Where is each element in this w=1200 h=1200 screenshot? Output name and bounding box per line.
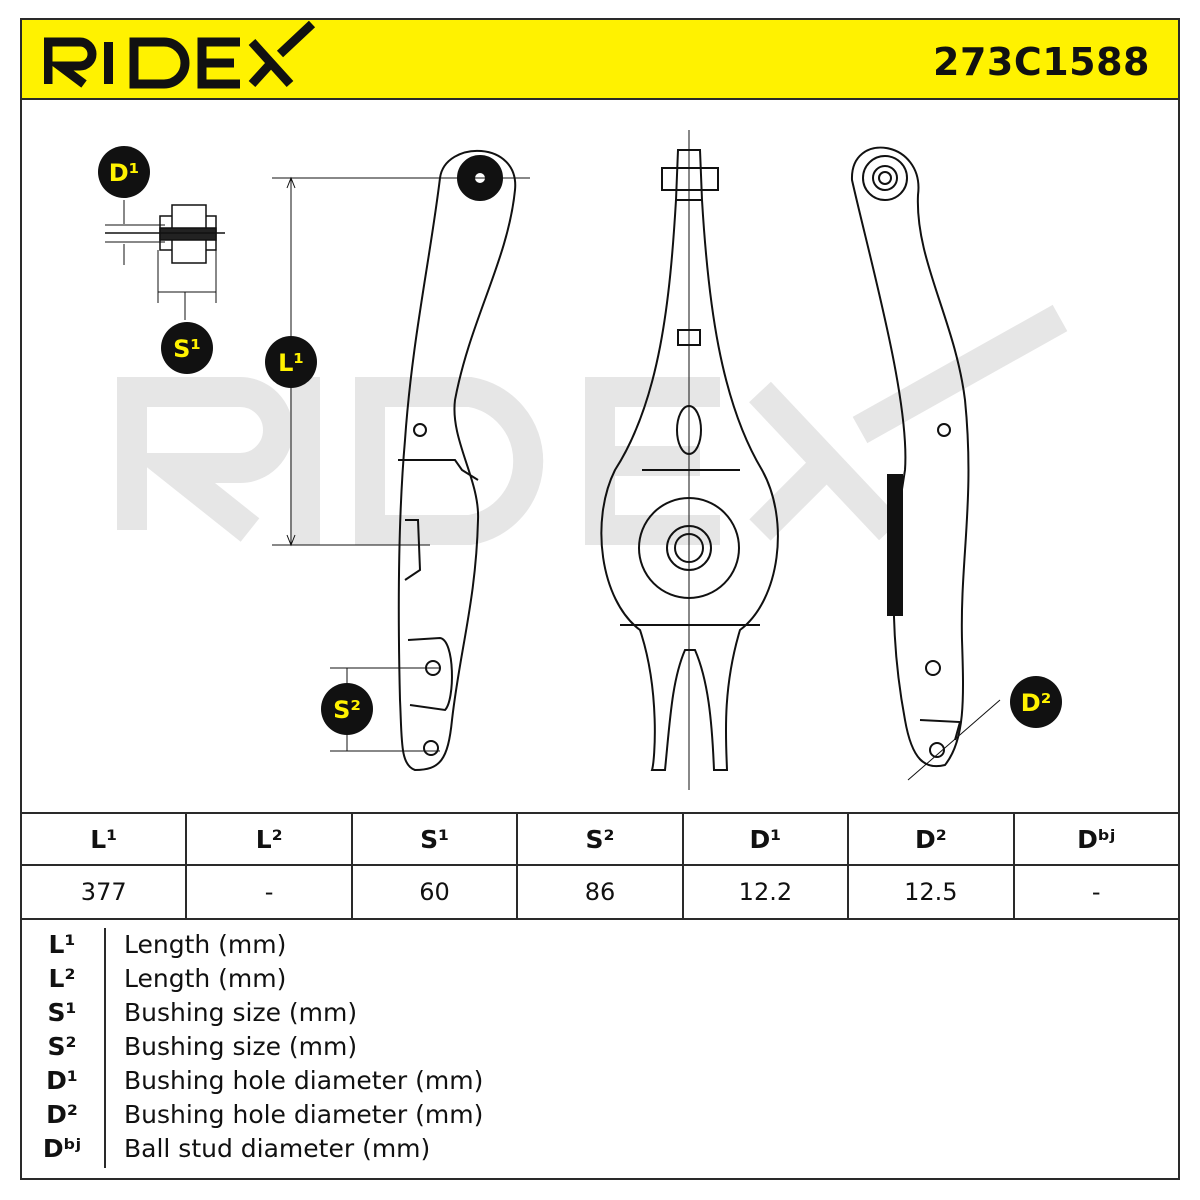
technical-drawing: D¹ S¹ L¹ S² D² (98, 130, 1068, 790)
spec-table: L¹ L² S¹ S² D¹ D² Dᵇʲ 377 - 60 86 12.2 1… (19, 812, 1181, 920)
legend-row: S¹ Bushing size (mm) (20, 996, 1180, 1030)
spec-table-value-row: 377 - 60 86 12.2 12.5 - (19, 864, 1181, 920)
legend-symbol: Dᵇʲ (42, 1134, 82, 1163)
legend-description: Length (mm) (124, 964, 287, 993)
watermark-logo (117, 304, 1068, 545)
svg-text:D¹: D¹ (109, 159, 139, 187)
header-l2: L² (185, 812, 353, 866)
part-number: 273C1588 (933, 40, 1150, 84)
svg-text:L¹: L¹ (278, 349, 304, 377)
value-l2: - (185, 864, 353, 920)
badge-d1: D¹ (98, 146, 150, 198)
value-l1: 377 (19, 864, 188, 920)
control-arm-front-view (600, 130, 779, 790)
legend: L¹ Length (mm) L² Length (mm) S¹ Bushing… (20, 914, 1180, 1180)
legend-row: Dᵇʲ Ball stud diameter (mm) (20, 1132, 1180, 1166)
legend-description: Bushing hole diameter (mm) (124, 1066, 484, 1095)
legend-row: L¹ Length (mm) (20, 928, 1180, 962)
svg-text:S²: S² (333, 696, 361, 724)
spec-table-header-row: L¹ L² S¹ S² D¹ D² Dᵇʲ (19, 812, 1181, 866)
legend-symbol: D² (46, 1100, 78, 1129)
badge-s1: S¹ (161, 322, 213, 374)
value-s2: 86 (516, 864, 684, 920)
bushing-side-view (105, 200, 225, 320)
legend-row: D¹ Bushing hole diameter (mm) (20, 1064, 1180, 1098)
header-s1: S¹ (350, 812, 519, 866)
legend-row: S² Bushing size (mm) (20, 1030, 1180, 1064)
value-d1: 12.2 (681, 864, 850, 920)
badge-l1: L¹ (265, 336, 317, 388)
legend-symbol: L¹ (48, 930, 76, 959)
legend-divider (104, 928, 106, 1168)
ridex-logo (44, 20, 316, 89)
control-arm-rear-view (850, 146, 1001, 781)
header-d2: D² (847, 812, 1015, 866)
header-s2: S² (516, 812, 684, 866)
header-dbj: Dᵇʲ (1012, 812, 1181, 866)
legend-symbol: S¹ (47, 998, 77, 1027)
value-d2: 12.5 (847, 864, 1015, 920)
value-dbj: - (1012, 864, 1181, 920)
legend-row: D² Bushing hole diameter (mm) (20, 1098, 1180, 1132)
header-d1: D¹ (681, 812, 850, 866)
legend-row: L² Length (mm) (20, 962, 1180, 996)
legend-description: Bushing size (mm) (124, 1032, 358, 1061)
legend-symbol: D¹ (46, 1066, 78, 1095)
svg-text:D²: D² (1021, 689, 1051, 717)
badge-s2: S² (321, 683, 373, 735)
header-bar: 273C1588 (20, 18, 1180, 100)
legend-symbol: S² (47, 1032, 77, 1061)
value-s1: 60 (350, 864, 519, 920)
legend-symbol: L² (48, 964, 76, 993)
legend-description: Length (mm) (124, 930, 287, 959)
svg-text:S¹: S¹ (173, 335, 201, 363)
legend-description: Bushing hole diameter (mm) (124, 1100, 484, 1129)
badge-d2: D² (1010, 676, 1062, 728)
legend-description: Ball stud diameter (mm) (124, 1134, 431, 1163)
header-l1: L¹ (19, 812, 188, 866)
control-arm-side-view (397, 149, 517, 772)
legend-description: Bushing size (mm) (124, 998, 358, 1027)
